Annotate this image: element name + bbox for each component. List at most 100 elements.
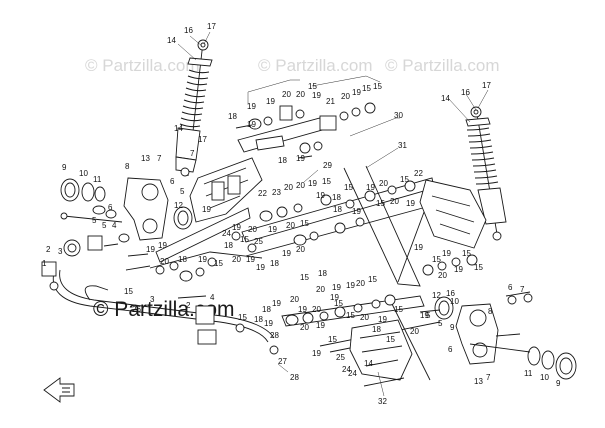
- callout: 20: [341, 92, 350, 101]
- left-side-bolts: [63, 235, 245, 333]
- left-knuckle-assembly: [60, 177, 193, 243]
- right-side-bolts: [419, 291, 533, 337]
- callout: 19: [366, 183, 375, 192]
- callout: 20: [296, 245, 305, 254]
- callout: 6: [508, 283, 513, 292]
- callout: 19: [378, 315, 387, 324]
- callout: 20: [410, 327, 419, 336]
- callout: 1: [42, 259, 47, 268]
- callout: 28: [270, 331, 279, 340]
- callout: 25: [336, 353, 345, 362]
- callout: 18: [318, 269, 327, 278]
- callout: 14: [364, 359, 373, 368]
- callout: 5: [102, 221, 107, 230]
- callout: 15: [386, 335, 395, 344]
- callout: 6: [170, 177, 175, 186]
- callout: 28: [290, 373, 299, 382]
- callout: 15: [322, 177, 331, 186]
- callout: 20: [290, 295, 299, 304]
- callout: 20: [316, 285, 325, 294]
- callout: 10: [540, 373, 549, 382]
- callout: 19: [268, 225, 277, 234]
- callout: 19: [332, 283, 341, 292]
- callout: 7: [520, 285, 525, 294]
- callout: 20: [390, 197, 399, 206]
- callout: 18: [270, 259, 279, 268]
- callout: 5: [92, 216, 97, 225]
- callout: 15: [462, 249, 471, 258]
- callout: 20: [379, 179, 388, 188]
- callout: 16: [184, 26, 193, 35]
- lower-rear-arm: [281, 294, 441, 387]
- callout: 19: [352, 207, 361, 216]
- callout: 19: [146, 245, 155, 254]
- callout: 6: [448, 345, 453, 354]
- callout: 10: [79, 169, 88, 178]
- callout: 15: [240, 235, 249, 244]
- callout: 19: [330, 293, 339, 302]
- callout: 20: [282, 90, 291, 99]
- callout: 11: [93, 175, 102, 184]
- callout: 13: [141, 154, 150, 163]
- callout: 19: [316, 191, 325, 200]
- callout: 19: [198, 255, 207, 264]
- watermark-left: © Partzilla.com: [85, 56, 200, 75]
- callout: 2: [46, 245, 51, 254]
- callout: 15: [344, 183, 353, 192]
- callout: 15: [334, 299, 343, 308]
- callout: 20: [438, 271, 447, 280]
- callout: 5: [438, 319, 443, 328]
- callout: 15: [373, 82, 382, 91]
- callout: 18: [224, 241, 233, 250]
- callout: 19: [246, 255, 255, 264]
- callout: 15: [432, 255, 441, 264]
- callout: 7: [157, 154, 162, 163]
- front-direction-arrow-icon: [43, 377, 75, 403]
- callout: 18: [332, 193, 341, 202]
- callout: 20: [296, 181, 305, 190]
- callout: 3: [150, 295, 155, 304]
- callout: 20: [284, 183, 293, 192]
- callout: 19: [158, 241, 167, 250]
- callout: 13: [474, 377, 483, 386]
- callout: 15: [376, 199, 385, 208]
- callout: 6: [108, 203, 113, 212]
- callout: 19: [247, 102, 256, 111]
- callout: 19: [420, 311, 429, 320]
- callout: 24: [342, 365, 351, 374]
- callout: 19: [308, 179, 317, 188]
- callout: 19: [272, 299, 281, 308]
- upper-bushing-row: [235, 102, 376, 154]
- callout: 23: [272, 188, 281, 197]
- callout: 11: [524, 369, 533, 378]
- callout: 20: [312, 305, 321, 314]
- callout: 5: [180, 187, 185, 196]
- right-knuckle-assembly: [434, 296, 577, 380]
- callout: 19: [256, 263, 265, 272]
- callout: 26: [132, 305, 141, 314]
- callout: 20: [248, 225, 257, 234]
- callout: 22: [258, 189, 267, 198]
- callout: 20: [286, 221, 295, 230]
- callout: 31: [398, 141, 407, 150]
- callout: 14: [441, 94, 450, 103]
- callout: 14: [167, 36, 176, 45]
- callout: 9: [450, 323, 455, 332]
- callout: 15: [238, 313, 247, 322]
- callout: 19: [442, 249, 451, 258]
- callout: 19: [247, 120, 256, 129]
- callout: 2: [186, 301, 191, 310]
- callout: 25: [254, 237, 263, 246]
- callout: 9: [62, 163, 67, 172]
- watermark-right: © Partzilla.com: [385, 56, 500, 75]
- callout: 3: [58, 247, 63, 256]
- callout: 17: [482, 81, 491, 90]
- left-shock-absorber: [175, 39, 213, 177]
- callout: 18: [372, 325, 381, 334]
- right-shock-absorber: [465, 106, 507, 241]
- callout: 19: [202, 205, 211, 214]
- callout: 19: [296, 154, 305, 163]
- callout: 19: [282, 249, 291, 258]
- callout: 19: [266, 97, 275, 106]
